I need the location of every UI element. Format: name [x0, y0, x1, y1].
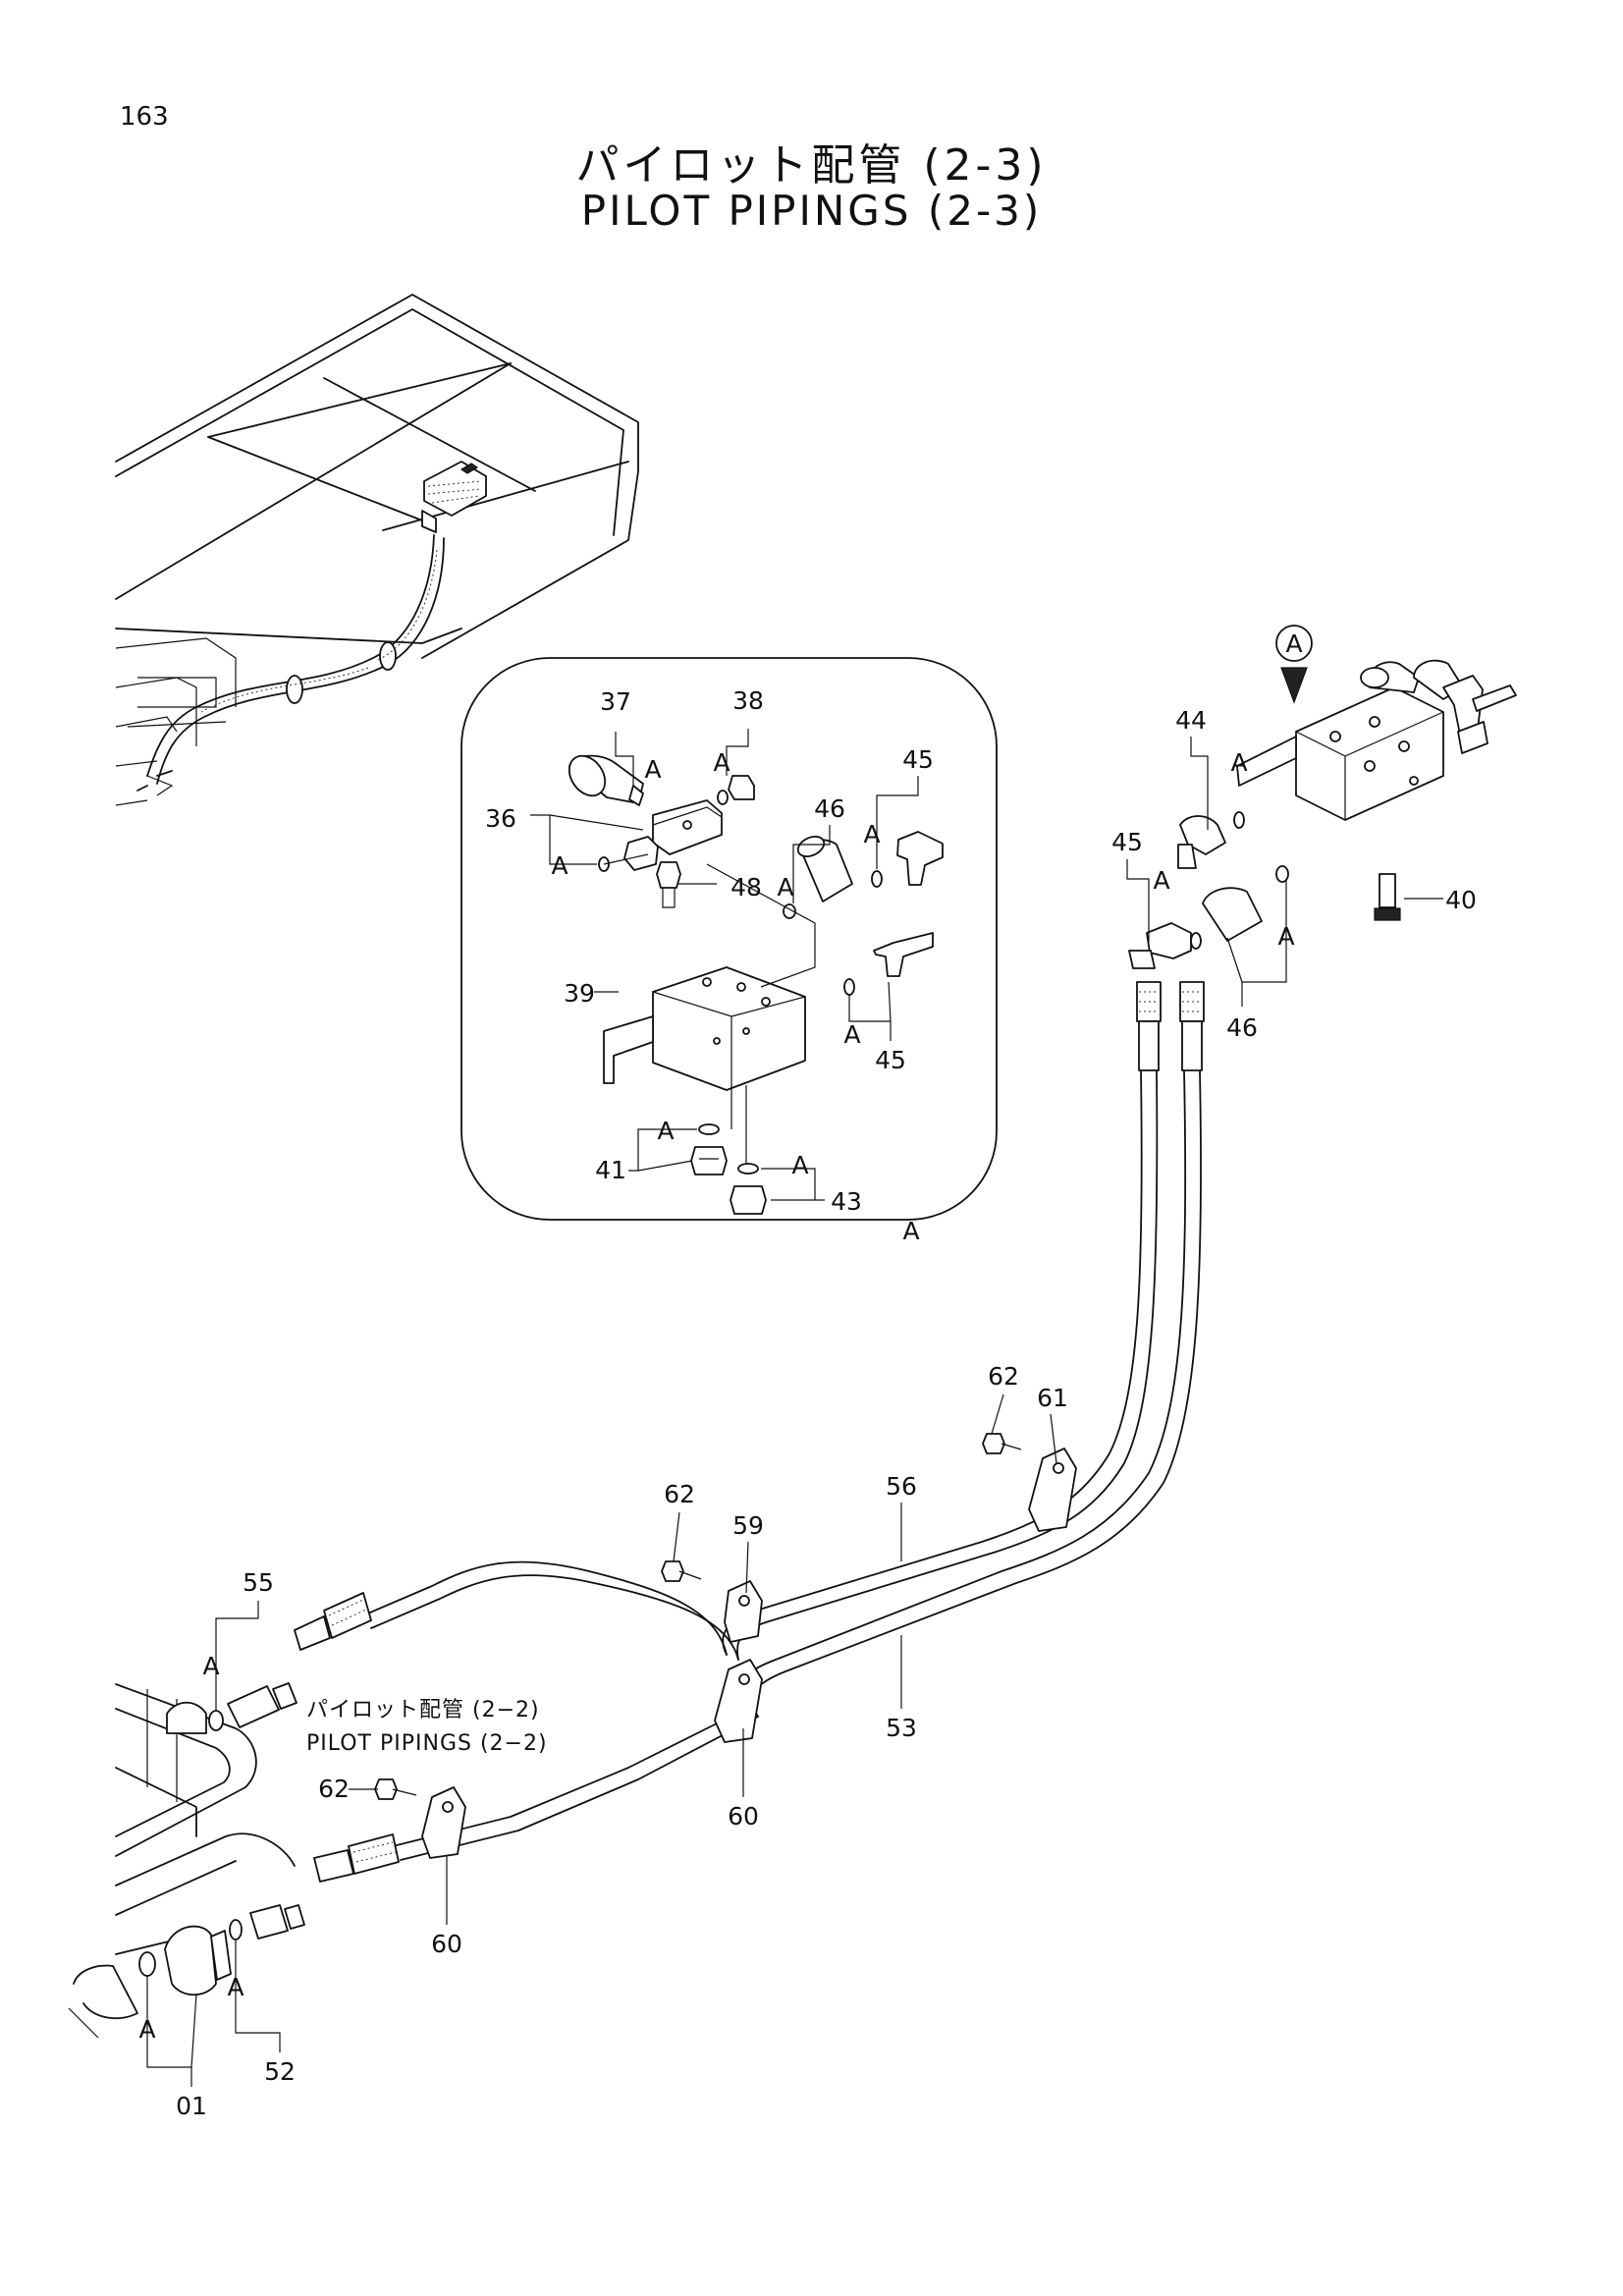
callout-60-upper: 60: [728, 1802, 759, 1831]
fitting-ref-a-01: A: [138, 2015, 155, 2044]
callout-55: 55: [243, 1568, 274, 1597]
cross-reference-japanese: パイロット配管 (2−2): [306, 1698, 540, 1722]
callout-52: 52: [264, 2057, 296, 2086]
fitting-ref-a-38: A: [713, 748, 730, 777]
fitting-ref-a-43: A: [791, 1151, 808, 1179]
valve-assembly: [1128, 659, 1517, 969]
view-marker-letter: A: [1285, 629, 1302, 658]
callout-01: 01: [176, 2092, 207, 2120]
fitting-ref-a-55: A: [202, 1652, 219, 1680]
fitting-ref-a-46-main: A: [1277, 922, 1294, 951]
callout-45-detail-bottom: 45: [875, 1046, 906, 1074]
callout-46-detail: 46: [814, 794, 845, 823]
leader-lines: [146, 729, 1443, 2087]
callout-44: 44: [1175, 706, 1207, 735]
callout-62-lower: 62: [318, 1775, 350, 1803]
callout-62-top: 62: [988, 1362, 1019, 1391]
fitting-ref-a-37: A: [644, 755, 661, 784]
hose-routing: [294, 981, 1205, 1883]
callout-56: 56: [886, 1472, 917, 1501]
callout-53: 53: [886, 1714, 917, 1742]
view-marker-arrow: [1280, 667, 1308, 704]
detail-a-parts: [568, 754, 944, 1215]
callout-36: 36: [485, 804, 516, 833]
page-title-japanese: パイロット配管 (2-3): [575, 140, 1048, 191]
callout-46-main: 46: [1226, 1013, 1258, 1042]
callout-45-main: 45: [1111, 828, 1143, 856]
callout-40: 40: [1445, 886, 1477, 914]
cross-reference-english: PILOT PIPINGS (2−2): [306, 1731, 548, 1756]
fitting-ref-a-45-bottom: A: [843, 1020, 860, 1049]
callout-62-middle: 62: [664, 1480, 695, 1508]
view-marker-circle: [1275, 625, 1313, 662]
fitting-ref-a-41: A: [657, 1117, 674, 1145]
callout-39: 39: [564, 979, 595, 1008]
callout-48: 48: [730, 873, 762, 902]
fitting-ref-a-46-detail: A: [777, 873, 793, 902]
callout-37: 37: [600, 687, 631, 716]
fitting-ref-a-52: A: [227, 1973, 243, 2001]
lower-frame-illustration: [68, 1682, 305, 2039]
fitting-ref-a-45-main: A: [1153, 866, 1169, 895]
callout-59: 59: [732, 1511, 764, 1540]
detail-view-frame: [460, 657, 998, 1221]
callout-38: 38: [732, 686, 764, 715]
page-title-english: PILOT PIPINGS (2-3): [580, 187, 1043, 235]
callout-61: 61: [1037, 1384, 1068, 1412]
machine-frame-illustration: [115, 294, 639, 806]
callout-41: 41: [595, 1156, 626, 1184]
callout-60-lower: 60: [431, 1930, 462, 1958]
fitting-ref-a-44: A: [1230, 748, 1247, 777]
callout-43: 43: [831, 1187, 862, 1216]
callout-45-detail-top: 45: [902, 745, 934, 774]
page-number: 163: [120, 102, 169, 132]
fitting-ref-a-36: A: [551, 851, 568, 880]
detail-frame-label-a: A: [902, 1217, 919, 1245]
fitting-ref-a-45-top: A: [863, 820, 880, 848]
